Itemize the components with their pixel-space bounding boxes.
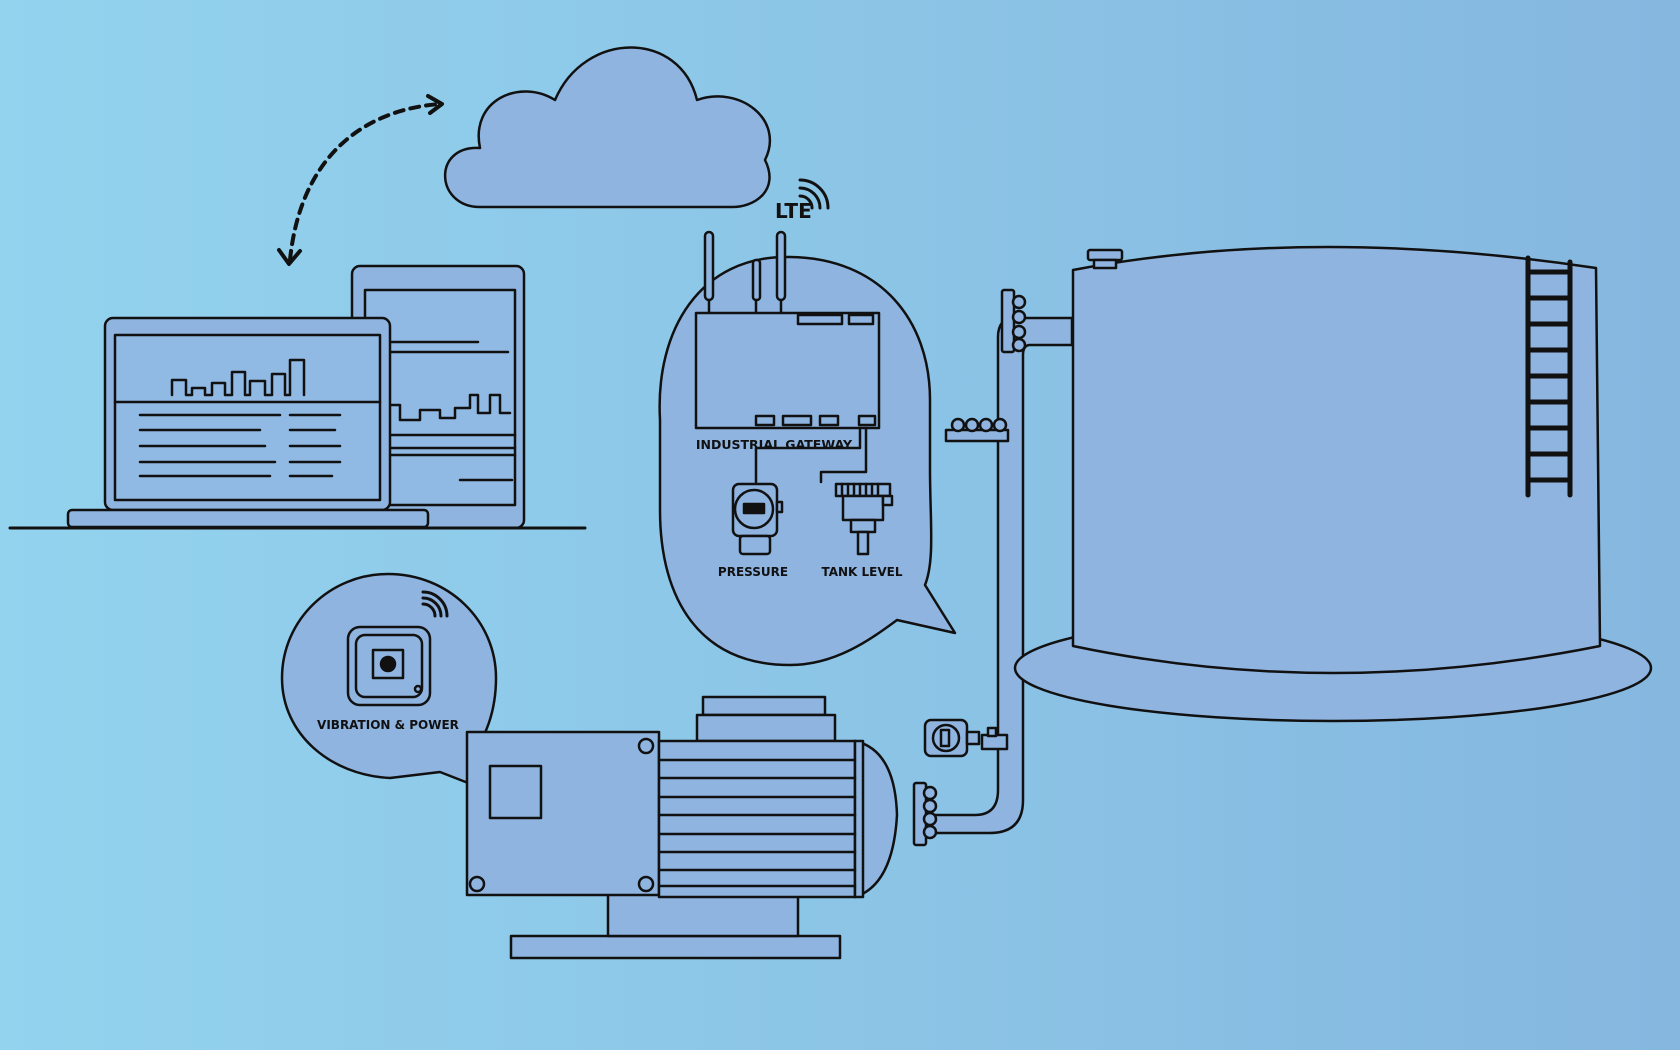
storage-tank-icon <box>1013 245 1653 723</box>
pressure-label: PRESSURE <box>718 565 788 579</box>
laptop-icon <box>66 316 430 529</box>
inline-pressure-sensor-icon <box>923 718 1009 758</box>
wifi-signal-icon <box>798 178 830 210</box>
tank-level-label: TANK LEVEL <box>821 565 902 579</box>
motor-pump-icon <box>465 695 899 960</box>
cloud-icon <box>443 46 772 209</box>
vibration-sensor-icon <box>346 625 432 707</box>
wifi-signal-icon <box>421 590 449 618</box>
gateway-icon <box>694 311 881 484</box>
tank-level-sensor-icon <box>834 482 894 556</box>
sync-arrow <box>277 94 444 266</box>
industrial-gateway-label: INDUSTRIAL GATEWAY <box>696 437 853 452</box>
lte-label: LTE <box>775 199 812 223</box>
pressure-sensor-icon <box>731 482 784 556</box>
antenna-icon <box>703 230 787 314</box>
vibration-power-label: VIBRATION & POWER <box>317 718 459 732</box>
ladder-icon <box>1525 255 1573 498</box>
